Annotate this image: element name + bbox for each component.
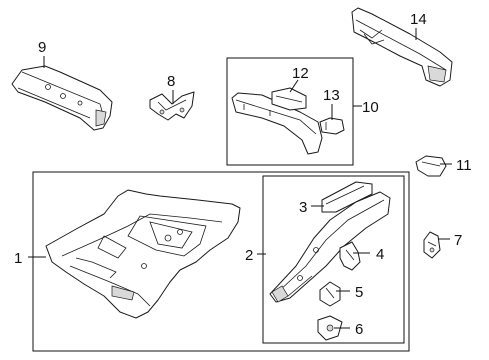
callout-12: 12 [292,65,309,82]
callout-2: 2 [245,247,253,264]
callout-1: 1 [14,250,22,267]
part-7-bracket [423,231,441,259]
callout-10: 10 [362,99,379,116]
callout-14: 14 [410,11,427,28]
part-1-floor-pan [45,189,241,319]
callout-9: 9 [38,39,46,56]
callout-7: 7 [454,232,462,249]
part-5-bracket [319,281,341,307]
part-13-clip [319,117,345,135]
callout-11: 11 [456,157,472,174]
callout-13: 13 [323,87,340,104]
part-4-bracket [339,241,361,271]
part-14-crossmember [351,7,453,87]
callout-3: 3 [299,199,307,216]
part-2-side-member [269,191,391,303]
group-frame-1 [32,171,410,352]
leader-12 [289,79,299,93]
part-8-bracket [149,91,195,121]
part-6-bracket [317,315,343,341]
group-frame-2 [262,175,405,344]
part-9-rail [11,65,113,131]
callout-4: 4 [376,246,384,263]
part-11-bracket [415,155,447,177]
callout-8: 8 [167,73,175,90]
group-frame-10 [226,57,354,166]
part-12-member [231,87,323,155]
part-3-rail [321,181,373,213]
callout-6: 6 [355,321,363,338]
callout-5: 5 [355,284,363,301]
